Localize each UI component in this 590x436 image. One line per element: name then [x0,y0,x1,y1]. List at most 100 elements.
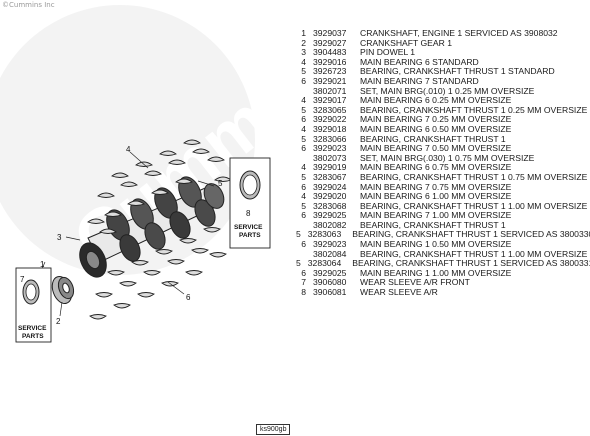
part-description: MAIN BEARING 7 0.50 MM OVERSIZE [360,143,512,154]
part-description: MAIN BEARING 6 STANDARD [360,56,479,67]
part-description: BEARING, CRANKSHAFT THRUST 1 1.00 MM OVE… [360,200,588,211]
crankshaft-gear [51,275,75,305]
service-parts-label-7a: SERVICE [18,325,47,332]
ref-number: 4 [301,123,306,134]
part-number: 3929037 [313,28,347,38]
service-parts-box-8 [229,157,271,249]
part-number: 3283068 [313,200,347,211]
callout-5: 5 [218,179,223,188]
ref-number: 4 [301,95,306,106]
part-number: 3929025 [313,210,347,221]
part-description: MAIN BEARING 1 0.50 MM OVERSIZE [360,239,512,250]
lower-main-bearings [89,227,227,320]
ref-number: 6 [301,143,306,154]
part-description: BEARING, CRANKSHAFT THRUST 1 SERVICED AS… [352,258,590,269]
ref-number: 3 [301,47,306,58]
parts-list-row: 3802073 SET, MAIN BRG(.030) 1 0.75 MM OVE… [296,152,588,164]
part-description: MAIN BEARING 7 0.25 MM OVERSIZE [360,114,512,125]
part-number: 3929018 [313,123,347,134]
part-number: 3283066 [313,133,347,144]
service-parts-label-8a: SERVICE [234,224,263,231]
parts-list-row: 6 3929025 MAIN BEARING 1 1.00 MM OVERSIZE [296,267,588,279]
parts-list-row: 6 3929022 MAIN BEARING 7 0.25 MM OVERSIZE [296,115,588,125]
part-description: MAIN BEARING 7 0.75 MM OVERSIZE [360,181,512,192]
part-description: MAIN BEARING 1 1.00 MM OVERSIZE [360,267,512,278]
ref-number: 6 [301,181,306,192]
ref-number: 5 [301,133,306,144]
part-number: 3929016 [313,56,347,67]
part-description: CRANKSHAFT, ENGINE 1 SERVICED AS 3908032 [360,28,558,38]
service-parts-box-7 [15,267,52,343]
ref-number: 6 [301,239,306,250]
ref-number: 6 [301,210,306,221]
ref-number: 7 [301,277,306,288]
part-description: BEARING, CRANKSHAFT THRUST 1 1.00 MM OVE… [360,248,588,259]
part-description: BEARING, CRANKSHAFT THRUST 1 SERVICED AS… [352,229,590,240]
part-number: 3929017 [313,95,347,106]
part-description: BEARING, CRANKSHAFT THRUST 1 STANDARD [360,66,555,77]
part-description: BEARING, CRANKSHAFT THRUST 1 [360,219,506,230]
part-number: 3929023 [313,239,347,250]
ref-number: 5 [301,66,306,77]
part-number: 3929022 [313,114,347,125]
parts-list-row: 6 3929021 MAIN BEARING 7 STANDARD [296,75,588,87]
service-parts-label-8b: PARTS [239,232,261,239]
part-number: 3802082 [313,219,347,230]
callout-3: 3 [57,233,62,242]
part-number: 3906081 [313,287,347,298]
parts-list-row: 5 3283066 BEARING, CRANKSHAFT THRUST 1 [296,133,588,145]
part-description: MAIN BEARING 6 1.00 MM OVERSIZE [360,191,512,202]
callout-2: 2 [56,317,61,326]
ref-number: 5 [301,171,306,182]
parts-list: 1 3929037 CRANKSHAFT, ENGINE 1 SERVICED AS… [296,28,590,298]
parts-list-row: 6 3929025 MAIN BEARING 7 1.00 MM OVERSIZE [296,211,588,221]
upper-main-bearings [87,139,232,234]
parts-list-row: 7 3906080 WEAR SLEEVE A/R FRONT [296,278,588,288]
part-number: 3802073 [313,152,347,163]
callout-7-box: 7 [20,275,25,284]
crankshaft-assembly [79,176,225,278]
ref-number: 1 [301,28,306,38]
callout-1: 1 [40,260,45,269]
parts-list-row: 6 3929023 MAIN BEARING 7 0.50 MM OVERSIZE [296,144,588,154]
part-number: 3929021 [313,75,347,86]
part-number: 3929027 [313,37,347,48]
part-description: SET, MAIN BRG(.030) 1 0.75 MM OVERSIZE [360,152,535,163]
callout-8: 8 [246,209,251,218]
part-number: 3283067 [313,171,347,182]
part-description: BEARING, CRANKSHAFT THRUST 1 0.25 MM OVE… [360,104,588,115]
ref-number: 8 [301,287,306,298]
part-description: SET, MAIN BRG(.010) 1 0.25 MM OVERSIZE [360,85,535,96]
crankshaft-exploded-diagram: 1 2 3 4 5 6 7 7 8 SERVICE PARTS SERVICE … [15,139,271,343]
ref-number: 6 [301,75,306,86]
ref-number: 4 [301,162,306,173]
ref-number: 6 [301,114,306,125]
part-description: MAIN BEARING 7 STANDARD [360,75,479,86]
ref-number: 5 [296,258,301,269]
part-number: 3929025 [313,267,347,278]
part-description: WEAR SLEEVE A/R FRONT [360,277,470,288]
part-number: 3906080 [313,277,347,288]
part-number: 3283063 [307,229,342,240]
part-number: 3929023 [313,143,347,154]
part-description: BEARING, CRANKSHAFT THRUST 1 [360,133,506,144]
figure-code-label: ks900gb [256,424,291,435]
ref-number: 6 [301,267,306,278]
parts-list-row: 5 3283064 BEARING, CRANKSHAFT THRUST 1 SER… [296,258,590,269]
part-number: 3283065 [313,104,347,115]
part-description: CRANKSHAFT GEAR 1 [360,37,453,48]
part-number: 3283064 [307,258,342,269]
part-description: MAIN BEARING 7 1.00 MM OVERSIZE [360,210,512,221]
